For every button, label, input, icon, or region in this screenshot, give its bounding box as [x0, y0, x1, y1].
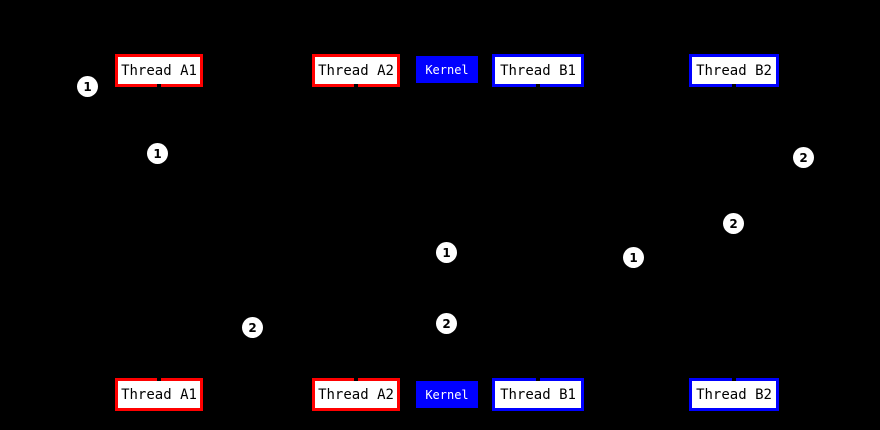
participant-thread-a2-top: Thread A2 [312, 54, 400, 87]
step-marker: 1 [77, 76, 98, 97]
participant-thread-b2-top: Thread B2 [689, 54, 779, 87]
step-marker: 2 [242, 317, 263, 338]
participant-label: Thread B2 [696, 386, 772, 403]
participant-thread-a1-bottom: Thread A1 [115, 378, 203, 411]
lifeline-notch [354, 378, 358, 381]
step-marker: 2 [793, 147, 814, 168]
participant-label: Thread B1 [500, 386, 576, 403]
participant-thread-a1-top: Thread A1 [115, 54, 203, 87]
lifeline-notch [732, 84, 736, 87]
lifeline-notch [732, 378, 736, 381]
participant-label: Kernel [425, 62, 469, 77]
participant-label: Thread A2 [318, 386, 394, 403]
participant-label: Kernel [425, 387, 469, 402]
participant-label: Thread A1 [121, 386, 197, 403]
participant-kernel-top: Kernel [416, 56, 478, 83]
participant-thread-b1-bottom: Thread B1 [492, 378, 584, 411]
participant-label: Thread B2 [696, 62, 772, 79]
step-marker: 2 [436, 313, 457, 334]
participant-thread-a2-bottom: Thread A2 [312, 378, 400, 411]
participant-kernel-bottom: Kernel [416, 381, 478, 408]
step-marker: 2 [723, 213, 744, 234]
participant-thread-b2-bottom: Thread B2 [689, 378, 779, 411]
lifeline-notch [157, 84, 161, 87]
participant-thread-b1-top: Thread B1 [492, 54, 584, 87]
lifeline-notch [536, 378, 540, 381]
lifeline-notch [536, 84, 540, 87]
step-marker: 1 [147, 143, 168, 164]
participant-label: Thread A1 [121, 62, 197, 79]
participant-label: Thread B1 [500, 62, 576, 79]
lifeline-notch [354, 84, 358, 87]
lifeline-notch [157, 378, 161, 381]
step-marker: 1 [623, 247, 644, 268]
participant-label: Thread A2 [318, 62, 394, 79]
step-marker: 1 [436, 242, 457, 263]
